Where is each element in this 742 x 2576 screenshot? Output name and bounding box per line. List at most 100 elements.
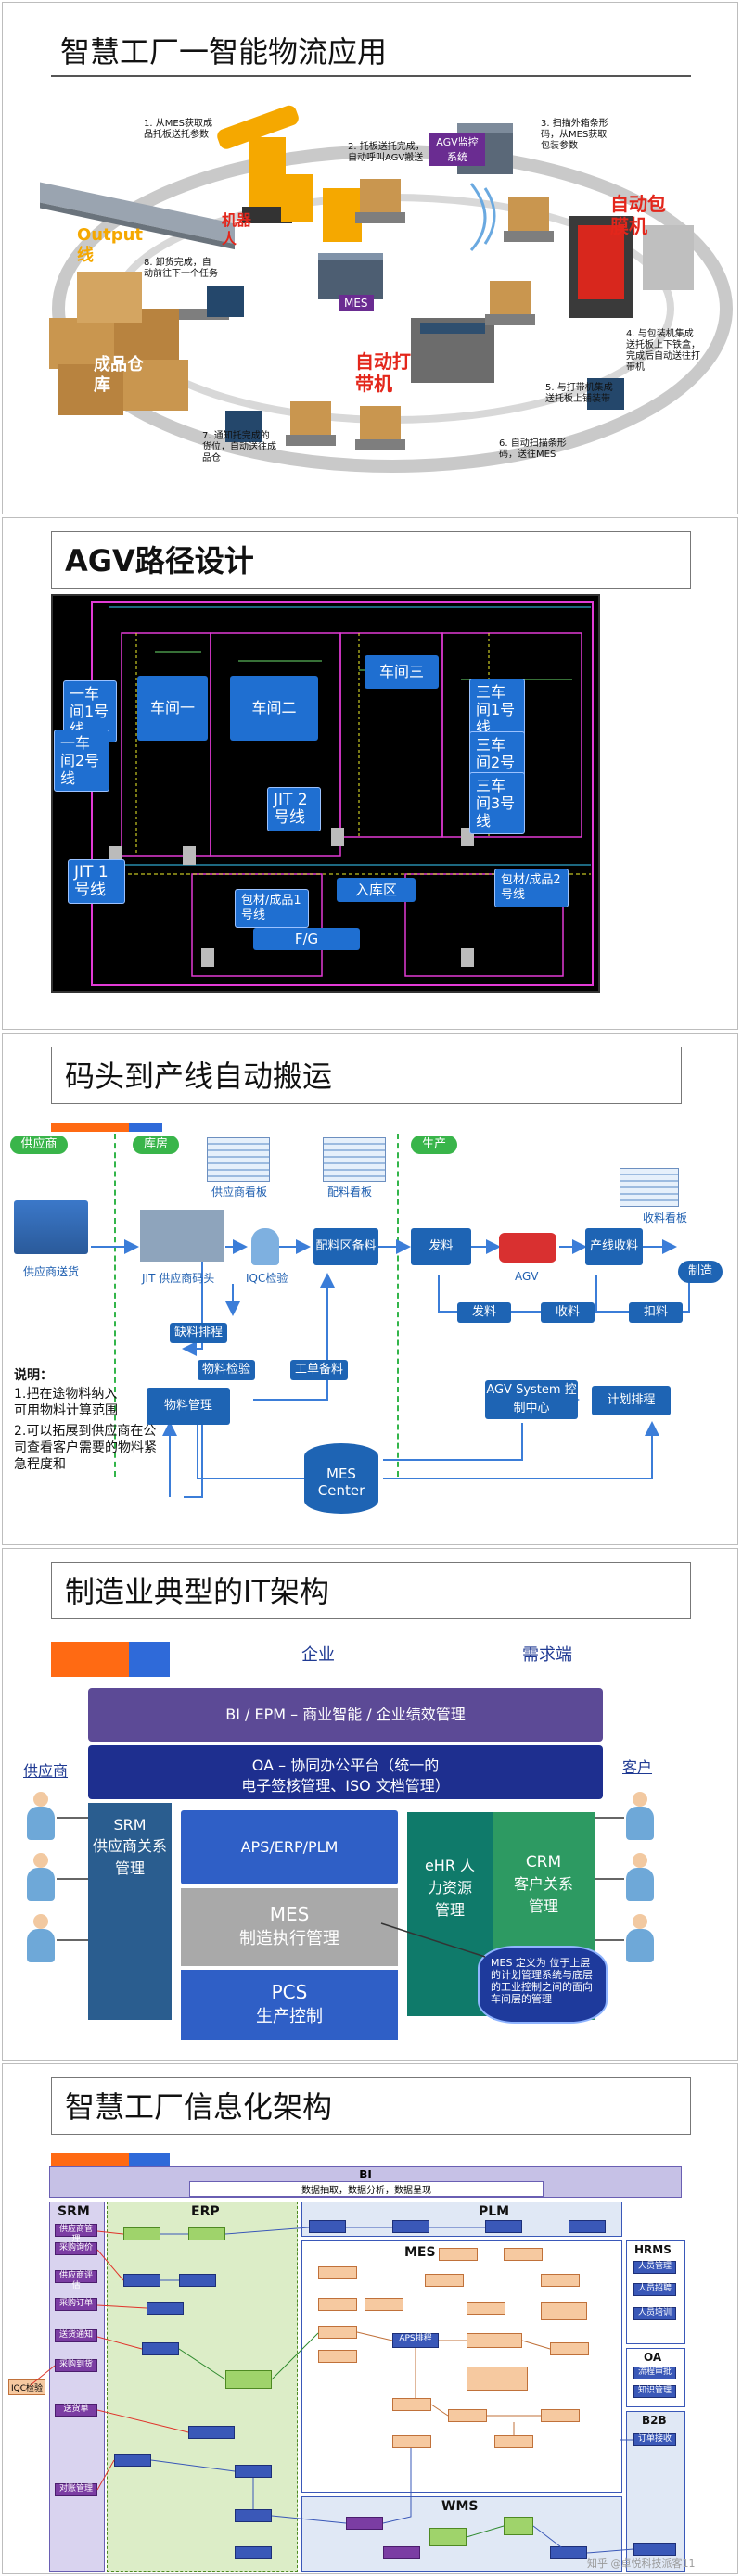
callout-1: 1. 从MES获取成品托板送托参数 [144,119,213,140]
mes-mod-9 [541,2302,587,2320]
mes-mod-5 [541,2274,580,2287]
send2-box: 发料 [457,1302,511,1323]
erp-mod-10 [235,2465,272,2478]
inspect-box: 物料检验 [198,1360,255,1380]
accent-blue [129,1642,170,1677]
callout-2: 2. 托板送托完成，自动呼叫AGV搬送 [348,142,425,163]
mes-mod-7 [365,2298,403,2311]
area-warehouse-in: 入库区 [337,878,416,902]
label-output: Output线 [77,225,144,265]
mes-title: MES [404,2245,436,2260]
mes-mod-14 [467,2367,528,2391]
accent-blue [129,1123,162,1132]
note-2: 2.可以拓展到供应商在公司查看客户需要的物料紧急程度和 [14,1424,157,1472]
ehr-line2: 力资源 [427,1879,472,1897]
b2b-item-2 [633,2543,676,2556]
staging-box: 配料区备料 [313,1228,378,1265]
receive2-box: 收料 [541,1302,595,1323]
ehr-line1: eHR 人 [424,1857,476,1874]
mes-mod-4 [425,2274,464,2287]
srm-block: SRM [49,2202,105,2572]
srm-item-5: 送货通知 [55,2329,97,2342]
line-jit2: JIT 2号线 [267,787,321,831]
ehr-line3: 管理 [434,1901,465,1919]
callout-6: 6. 自动扫描条形码，送往MES [499,438,567,460]
agv-system-box: AGV System 控制中心 [485,1380,578,1419]
customer-person-2 [624,1853,656,1903]
slide2-title: AGV路径设计 [65,543,254,578]
srm-item-6: 采购到货 [55,2359,97,2372]
wms-mod-2 [429,2528,467,2546]
accent-orange [51,1642,129,1677]
mes-bubble: MES 定义为 位于上层的计划管理系统与底层的工业控制之间的面向车间层的管理 [478,1946,608,2024]
material-mgmt-box: 物料管理 [147,1388,230,1425]
label-enterprise: 企业 [301,1645,335,1665]
slide-smart-factory-info: 智慧工厂信息化架构 BI 数据抽取，数据分析，数据呈现 SRM 供应商管理 采购… [2,2063,738,2574]
hrms-item-2: 人员招聘 [633,2283,676,2296]
erp-mod-4 [179,2274,216,2287]
oa-item-1: 流程审批 [633,2367,676,2379]
bi-title: BI [359,2168,372,2181]
b2b-item-1: 订单接收 [633,2433,676,2446]
zone-production: 生产 [411,1136,457,1154]
erp-mod-1 [123,2227,160,2240]
supplier-person-1 [25,1792,57,1842]
line-receive-box: 产线收料 [585,1228,643,1265]
oa-title: OA [644,2351,662,2364]
line-w1-2: 一车间2号线 [54,730,109,792]
label-customer: 客户 [622,1758,653,1776]
slide-smart-logistics: 智慧工厂一智能物流应用 [2,2,738,514]
mes-mod-8 [467,2302,505,2315]
watermark: 知乎 @卓悦科技派客11 [587,2557,696,2570]
erp-title: ERP [191,2204,220,2219]
slide-dock-to-line: 码头到产线自动搬运 供应商 库房 生产 [2,1033,738,1545]
warehouse-boxes [49,272,188,415]
slide3-title-box: 码头到产线自动搬运 [51,1047,682,1104]
area-fg: F/G [253,928,360,950]
layer-aps: APS/ERP/PLM [181,1810,398,1884]
hrms-item-3: 人员培训 [633,2307,676,2320]
deduct-box: 扣料 [629,1302,683,1323]
srm-item-1: 供应商管理 [55,2224,97,2244]
layer-mes: MES 制造执行管理 [181,1888,398,1966]
agv-image [499,1233,556,1263]
slide5-title-box: 智慧工厂信息化架构 [51,2077,691,2135]
iqc-label: IQC检验 [8,2379,46,2395]
iqc-person [251,1228,279,1265]
mes-mod-2 [504,2248,543,2261]
srm-line3: 管理 [114,1859,145,1877]
manufacture-box: 制造 [678,1261,723,1283]
col-srm: SRM 供应商关系 管理 [88,1803,172,2020]
mes-mod-15 [392,2398,431,2411]
plm-mod-3 [485,2220,522,2233]
mes-mod-17 [541,2409,580,2422]
slide4-title-box: 制造业典型的IT架构 [51,1562,691,1619]
strapping-machine [411,318,494,383]
plm-mod-1 [309,2220,346,2233]
slide-it-architecture: 制造业典型的IT架构 企业 需求端 BI / EPM – 商业智能 / 企业绩效… [2,1548,738,2061]
shortage-box: 缺料排程 [170,1323,227,1343]
truck-image [14,1200,88,1254]
erp-mod-8 [188,2426,235,2439]
crm-line1: CRM [525,1853,562,1872]
label-demand: 需求端 [522,1645,572,1665]
conveyor-output [40,182,235,250]
callout-5: 5. 与打带机集成送托板上铺装带 [545,383,613,404]
supplier-person-3 [25,1914,57,1964]
erp-mod-7 [225,2370,272,2389]
crm-line2: 客户关系 [513,1875,573,1893]
callout-8: 8. 卸货完成，自动前往下一个任务 [144,258,218,279]
mes-server [318,253,383,299]
plm-mod-2 [392,2220,429,2233]
label-supplier: 供应商 [23,1762,69,1780]
mes-mod-11 [467,2333,522,2348]
jit-dock: JIT 供应商码头 [142,1272,215,1285]
title-underline [51,75,691,77]
supplier-board: 供应商看板 [211,1186,268,1199]
label-agv-server: AGV监控系统 [429,133,485,166]
area-workshop3: 车间三 [365,655,439,689]
area-workshop2: 车间二 [230,676,318,741]
divider-1 [114,1134,116,1477]
wms-mod-5 [383,2546,420,2559]
plm-mod-4 [569,2220,606,2233]
